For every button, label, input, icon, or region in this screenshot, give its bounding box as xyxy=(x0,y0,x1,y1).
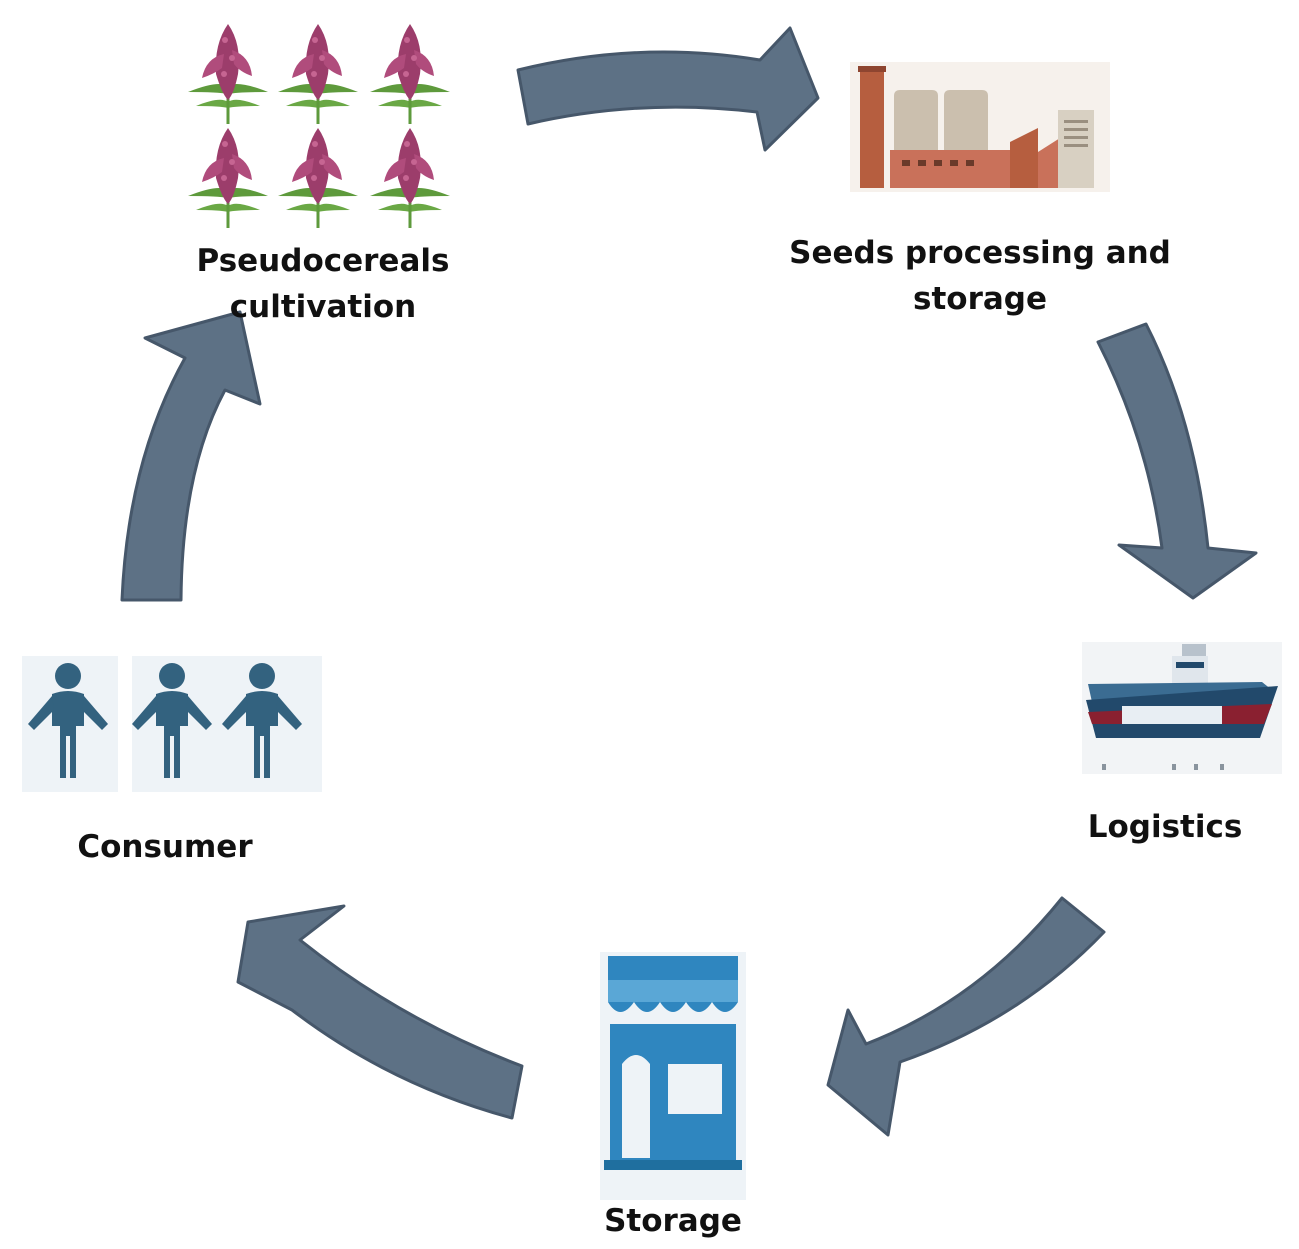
amaranth-plants-icon xyxy=(186,22,452,230)
arrow-consumer-to-cultivation xyxy=(120,310,262,602)
cargo-ship-icon xyxy=(1082,642,1282,774)
storefront-icon xyxy=(600,952,746,1200)
node-label-storage: Storage xyxy=(604,1203,742,1239)
arrow-processing-to-logistics xyxy=(1096,322,1258,600)
people-icon xyxy=(22,656,322,792)
node-label-processing: Seeds processing and storage xyxy=(789,235,1171,317)
arrow-cultivation-to-processing xyxy=(516,26,820,152)
arrow-logistics-to-storage xyxy=(826,896,1106,1137)
arrow-storage-to-consumer xyxy=(236,904,524,1120)
node-label-logistics: Logistics xyxy=(1087,809,1243,845)
node-label-cultivation: Pseudocereals cultivation xyxy=(196,243,450,325)
node-label-consumer: Consumer xyxy=(77,829,253,865)
factory-icon xyxy=(850,62,1110,192)
